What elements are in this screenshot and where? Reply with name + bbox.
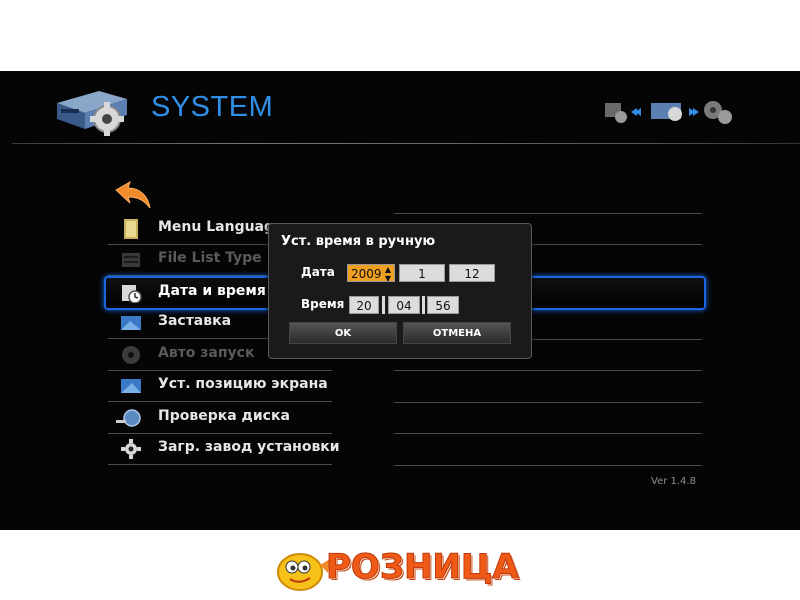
- gear-settings-icon: [704, 101, 732, 124]
- brand-logo-text: РОЗНИЦА: [326, 547, 520, 588]
- date-label: Дата: [301, 265, 335, 279]
- disc-icon: [122, 346, 140, 364]
- dialog-title: Уст. время в ручную: [281, 234, 436, 249]
- tv-screen: SYSTEM Menu Lan: [0, 71, 800, 530]
- divider: [394, 244, 702, 245]
- current-system-icon: [651, 103, 682, 121]
- back-arrow-icon[interactable]: [110, 176, 156, 214]
- minute-value: 04: [396, 299, 412, 313]
- screen-position-icon: [121, 379, 141, 393]
- menu-item-autoplay[interactable]: Авто запуск: [108, 339, 332, 371]
- menu-item-label: Menu Language: [158, 219, 284, 235]
- photo-settings-icon: [605, 103, 627, 123]
- menu-item-language[interactable]: Menu Language: [108, 213, 332, 245]
- divider: [394, 465, 702, 466]
- year-field[interactable]: 2009 ▲▼: [347, 264, 395, 283]
- menu-item-file-list-type[interactable]: File List Type: [108, 244, 332, 276]
- divider: [394, 213, 702, 214]
- menu-item-screensaver[interactable]: Заставка: [108, 307, 332, 339]
- clock-icon: [122, 285, 142, 303]
- year-value: 2009: [351, 267, 382, 281]
- brand-logo: РОЗНИЦА: [272, 545, 532, 597]
- second-value: 56: [435, 299, 451, 313]
- divider: [394, 433, 702, 434]
- menu-item-label: Заставка: [158, 313, 232, 329]
- gear-icon: [121, 439, 141, 459]
- hour-field[interactable]: 20: [349, 296, 379, 314]
- system-settings-icon: [57, 91, 127, 136]
- menu-item-label: Дата и время: [158, 283, 266, 299]
- menu-item-factory-reset[interactable]: Загр. завод установки: [108, 433, 340, 465]
- ok-button[interactable]: OK: [289, 322, 397, 344]
- time-label: Время: [301, 297, 345, 311]
- file-list-icon: [122, 253, 140, 267]
- day-field[interactable]: 12: [449, 264, 495, 282]
- divider: [394, 402, 702, 403]
- spin-arrows-icon: ▲▼: [384, 265, 391, 283]
- menu-item-label: Уст. позицию экрана: [158, 376, 328, 392]
- field-separator: [382, 296, 385, 314]
- fish-mascot-icon: [277, 553, 330, 591]
- page-title: SYSTEM: [151, 91, 274, 123]
- nav-icons: [605, 101, 732, 124]
- menu-item-label: Загр. завод установки: [158, 439, 340, 455]
- divider: [394, 339, 702, 340]
- header-divider: [12, 143, 800, 144]
- month-value: 1: [418, 267, 426, 281]
- field-separator: [422, 296, 425, 314]
- day-value: 12: [464, 267, 480, 281]
- screensaver-icon: [121, 316, 141, 330]
- disk-check-icon: [116, 409, 141, 427]
- menu-item-label: Проверка диска: [158, 408, 290, 424]
- chevron-right-icon: [693, 108, 699, 116]
- cancel-button[interactable]: ОТМЕНА: [403, 322, 511, 344]
- manual-time-dialog: Уст. время в ручную Дата 2009 ▲▼ 1 12 Вр…: [268, 223, 532, 359]
- folder-icon: [124, 219, 138, 239]
- chevron-left-icon: [635, 108, 641, 116]
- menu-item-label: Авто запуск: [158, 345, 255, 361]
- menu-item-label: File List Type: [158, 250, 262, 266]
- divider: [394, 370, 702, 371]
- second-field[interactable]: 56: [427, 296, 459, 314]
- minute-field[interactable]: 04: [388, 296, 420, 314]
- menu-item-disk-check[interactable]: Проверка диска: [108, 402, 332, 434]
- month-field[interactable]: 1: [399, 264, 445, 282]
- menu-item-screen-position[interactable]: Уст. позицию экрана: [108, 370, 332, 402]
- hour-value: 20: [356, 299, 372, 313]
- version-label: Ver 1.4.8: [651, 476, 696, 487]
